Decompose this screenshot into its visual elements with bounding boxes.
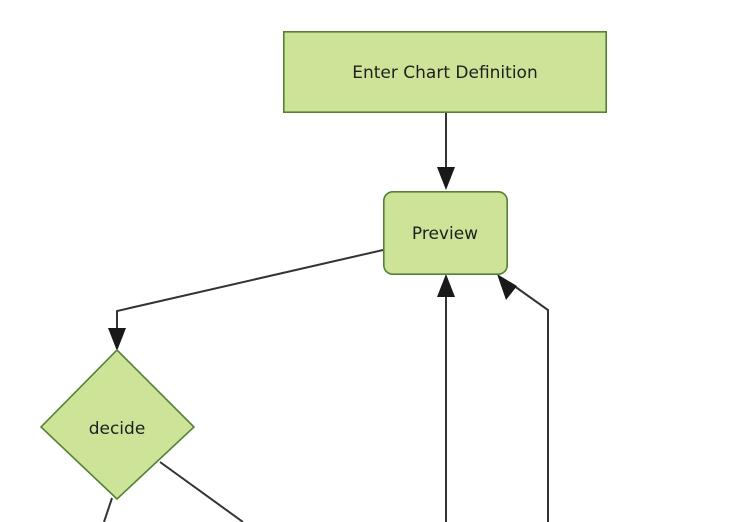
preview-rect	[382, 191, 508, 276]
enter-chart-definition-label: Enter Chart Definition	[352, 63, 537, 83]
decide-label: decide	[89, 419, 146, 439]
edge-bottom-center-to-preview[interactable]	[437, 274, 455, 522]
edge-decide-bottom-left[interactable]	[103, 497, 113, 522]
edge-preview-to-decide-path	[116, 249, 384, 337]
node-enter-chart-definition[interactable]: Enter Chart Definition	[282, 30, 607, 114]
node-preview[interactable]: Preview	[382, 191, 508, 276]
node-layer: Enter Chart Definition Preview decide	[39, 30, 607, 501]
edge-decide-bottom-right-path	[159, 461, 244, 522]
node-decide[interactable]: decide	[39, 348, 196, 501]
decide-diamond	[39, 348, 196, 501]
edge-preview-to-decide[interactable]	[108, 249, 384, 351]
preview-label: Preview	[412, 224, 478, 244]
edge-preview-to-decide-arrowhead	[108, 328, 126, 351]
edge-enter-to-preview-arrowhead	[437, 167, 455, 190]
edge-bottom-center-to-preview-arrowhead	[437, 274, 455, 297]
edge-bottom-right-to-preview-path	[509, 282, 549, 522]
edge-bottom-right-to-preview-arrowhead	[497, 274, 517, 300]
edge-bottom-right-to-preview[interactable]	[497, 274, 549, 522]
edge-layer	[103, 113, 549, 522]
edge-decide-bottom-left-path	[103, 497, 113, 522]
edge-decide-bottom-right[interactable]	[159, 461, 244, 522]
enter-chart-definition-rect	[282, 30, 607, 114]
edge-enter-to-preview[interactable]	[437, 113, 455, 190]
